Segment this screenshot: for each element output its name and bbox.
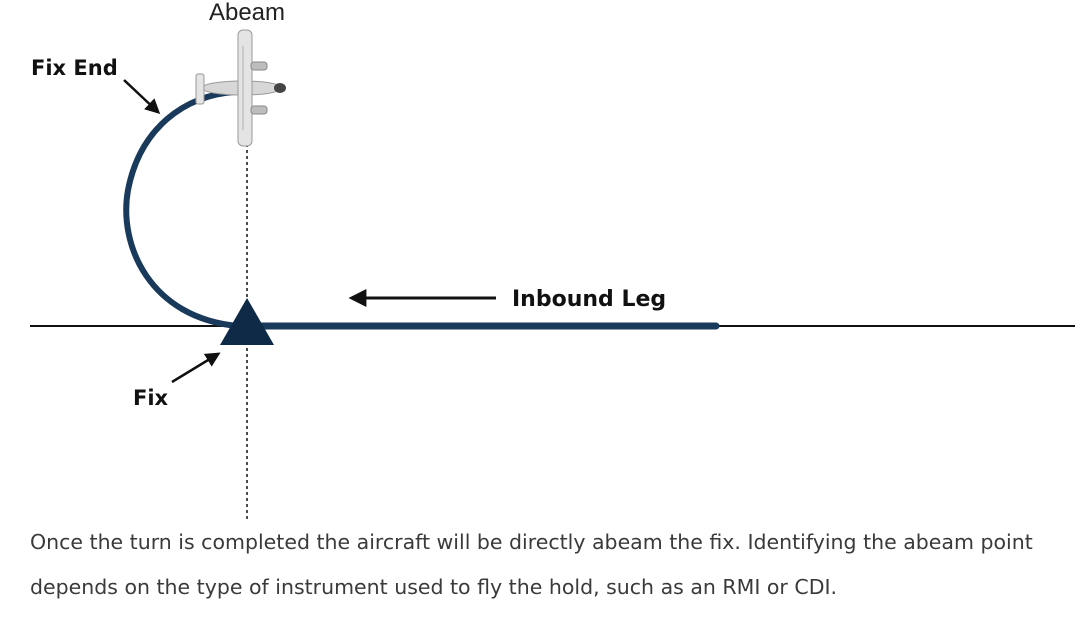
holding-pattern-diagram: Abeam Fix End Inbound Leg Fix [30,0,1075,520]
aircraft-top-view-icon [195,29,286,147]
fix-end-label: Fix End [31,56,118,80]
turn-arc-track [123,89,241,329]
fix-arrow [171,352,221,384]
fix-label: Fix [133,386,169,410]
fix-end-arrow [123,79,161,115]
abeam-label: Abeam [209,0,285,26]
inbound-leg-label: Inbound Leg [512,287,666,312]
diagram-caption: Once the turn is completed the aircraft … [30,530,1033,599]
triangle-fix-icon [220,298,274,345]
